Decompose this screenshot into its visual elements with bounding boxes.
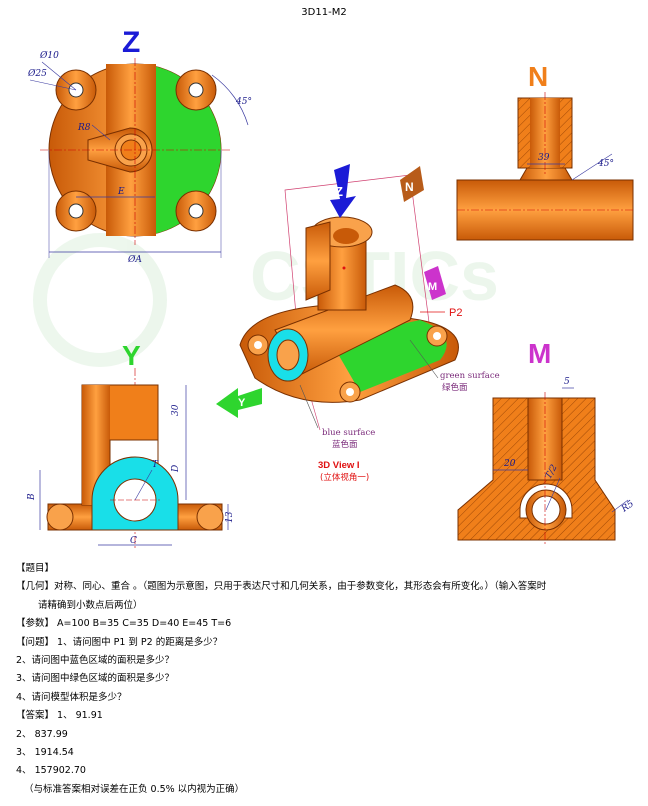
green-surface-cn: 绿色面 — [442, 382, 468, 393]
blue-surface-cn: 蓝色面 — [332, 439, 358, 450]
dim-angle-z: 45° — [235, 97, 252, 107]
dim-20: 20 — [503, 459, 516, 469]
dim-30: 30 — [171, 404, 181, 416]
m-view: M 5 20 T/2 R5 — [457, 338, 636, 546]
dim-r5: R5 — [619, 499, 636, 515]
params-line: 【参数】 A=100 B=35 C=35 D=40 E=45 T=6 — [16, 618, 232, 630]
dim-a: ØA — [127, 254, 142, 265]
svg-text:M: M — [428, 281, 437, 293]
dim-r8: R8 — [77, 123, 91, 133]
dim-angle-n: 45° — [597, 159, 614, 169]
svg-text:Y: Y — [238, 397, 246, 409]
problem-text: 【题目】 【几何】对称、同心、重合 。（题图为示意图，只用于表达尺寸和几何关系，… — [16, 560, 636, 799]
dim-t: T — [152, 460, 159, 470]
iso-view: P2 Z N M Y green surface 绿色面 blue surfac… — [216, 164, 500, 483]
dim-e: E — [117, 187, 125, 197]
arrow-n: N — [400, 166, 424, 202]
question-3: 3、请问图中绿色区域的面积是多少？ — [16, 673, 175, 685]
question-4: 4、请问模型体积是多少？ — [16, 691, 127, 703]
question-2: 2、请问图中蓝色区域的面积是多少？ — [16, 655, 175, 667]
answer-4: 4、 157902.70 — [16, 765, 86, 777]
heading-title: 【题目】 — [16, 563, 55, 574]
dim-c: C — [130, 536, 137, 546]
blue-surface-label: blue surface — [322, 428, 375, 438]
view-title: 3D View I — [318, 460, 360, 471]
z-view-label: Z — [122, 26, 140, 59]
answer-1: 【答案】 1、 91.91 — [16, 710, 103, 722]
m-view-label: M — [528, 338, 551, 369]
dim-39: 39 — [538, 153, 550, 163]
arrow-y: Y — [216, 388, 262, 418]
green-surface-label: green surface — [440, 371, 500, 381]
dim-b: B — [27, 493, 37, 501]
dim-d: D — [171, 465, 181, 473]
arrow-z: Z — [330, 164, 356, 218]
n-view: N 39 45° — [456, 61, 634, 241]
answer-2: 2、 837.99 — [16, 728, 68, 740]
y-view: Y 30 D 13 B C T — [27, 340, 235, 548]
z-view: Z ØA E Ø25 Ø10 R8 45° — [27, 26, 252, 265]
dim-d25: Ø25 — [27, 68, 47, 79]
geometry-line-2: 请精确到小数点后两位） — [38, 599, 143, 611]
question-1: 【问题】 1、请问图中 P1 到 P2 的距离是多少？ — [16, 636, 223, 648]
page-title: 3D11-M2 — [301, 7, 347, 18]
dim-5: 5 — [564, 377, 570, 387]
dim-13: 13 — [225, 511, 235, 523]
n-view-label: N — [528, 61, 548, 92]
answer-3: 3、 1914.54 — [16, 747, 74, 759]
svg-text:Z: Z — [335, 184, 343, 199]
svg-text:N: N — [405, 180, 414, 194]
view-subtitle: (立体视角一) — [320, 472, 369, 483]
p2-label: P2 — [449, 307, 462, 319]
y-view-label: Y — [122, 340, 141, 371]
dim-d10: Ø10 — [39, 50, 59, 61]
tolerance-note: （与标准答案相对误差在正负 0.5% 以内视为正确） — [24, 783, 245, 795]
drawing-canvas: CSTICs Z ØA E Ø25 Ø10 R8 — [27, 26, 636, 548]
geometry-line: 【几何】对称、同心、重合 。（题图为示意图，只用于表达尺寸和几何关系，由于参数变… — [16, 581, 547, 593]
arrow-m: M — [424, 266, 446, 300]
